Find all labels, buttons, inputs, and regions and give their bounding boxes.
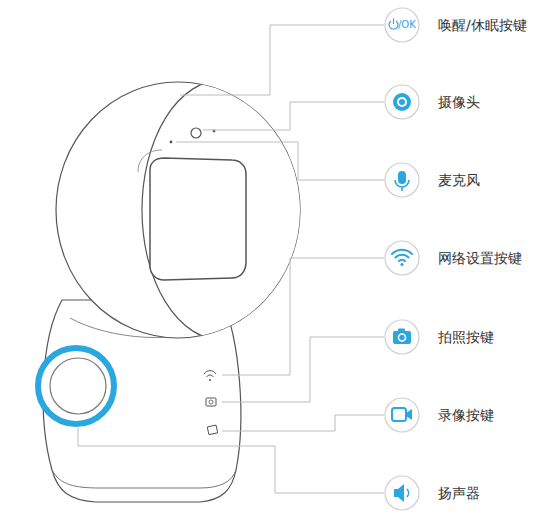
mic-icon	[398, 171, 406, 184]
speaker-ring	[38, 348, 114, 424]
part-label: 摄像头	[438, 93, 480, 111]
body-base-line	[52, 470, 236, 488]
part-label: 唤醒/休眠按键	[438, 16, 527, 34]
power-icon	[389, 19, 398, 30]
network-button	[204, 371, 216, 377]
record-button	[207, 425, 217, 435]
wifi-icon	[392, 250, 412, 261]
camera-lens	[191, 128, 201, 138]
face-plate	[142, 80, 302, 340]
screen	[150, 158, 246, 280]
icon-text: /OK	[398, 19, 416, 31]
photo-icon	[393, 331, 411, 344]
part-label: 拍照按键	[438, 328, 494, 346]
photo-button	[206, 398, 216, 406]
camera-icon	[393, 93, 411, 111]
video-icon	[392, 408, 406, 421]
icon-circles	[385, 8, 419, 510]
part-label: 麦克风	[438, 171, 480, 189]
part-label: 录像按键	[438, 406, 494, 424]
part-label: 扬声器	[438, 484, 480, 502]
mic-hole	[170, 141, 173, 144]
part-label: 网络设置按键	[438, 249, 522, 267]
speaker-grille	[50, 358, 106, 414]
leader-lines	[78, 25, 384, 493]
speaker-icon	[394, 484, 404, 502]
